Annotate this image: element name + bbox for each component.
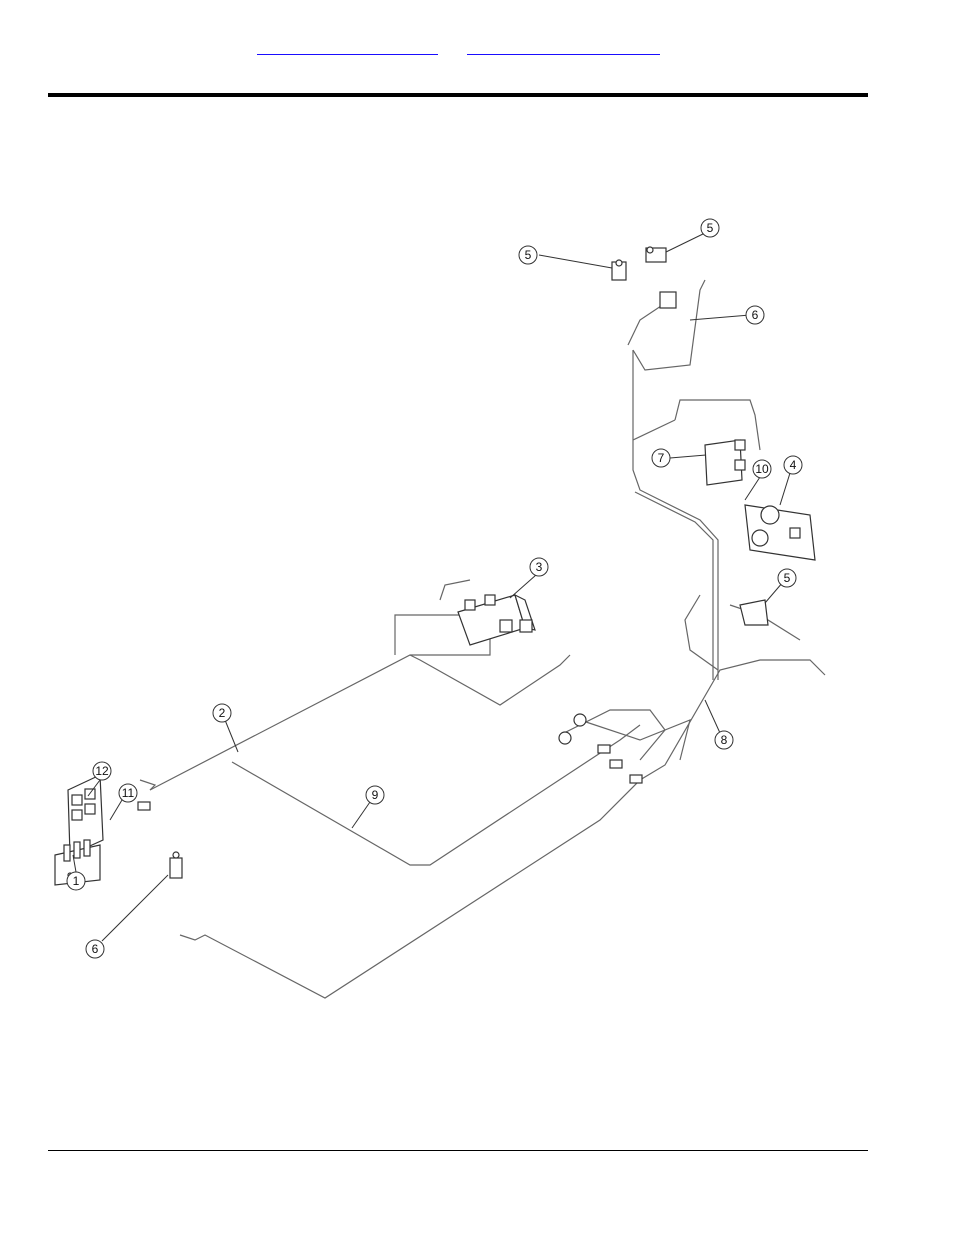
footer-rule (48, 1150, 868, 1151)
callout-2: 2 (219, 706, 226, 720)
coupler-11 (138, 802, 150, 810)
cylinder-5-b (646, 247, 666, 262)
cylinder-5-a (612, 260, 626, 280)
callout-3: 3 (536, 560, 543, 574)
callout-5-a: 5 (525, 248, 532, 262)
callout-6-b: 6 (92, 942, 99, 956)
callout-11: 11 (122, 786, 135, 800)
cylinder-6-bottom (170, 852, 182, 878)
callout-5-b: 5 (707, 221, 714, 235)
manifold-7 (705, 440, 745, 485)
valve-assembly-4 (745, 505, 815, 560)
callout-7: 7 (658, 451, 665, 465)
hose-return (180, 660, 825, 998)
callout-10: 10 (755, 462, 769, 476)
callouts (67, 219, 802, 958)
leader-lines (73, 233, 790, 941)
cylinder-5-c (740, 600, 768, 625)
callout-9: 9 (372, 788, 379, 802)
callout-1: 1 (73, 874, 80, 888)
callout-12: 12 (95, 764, 109, 778)
hose-9 (232, 725, 640, 865)
callout-8: 8 (721, 733, 728, 747)
callout-4: 4 (790, 458, 797, 472)
hose-2 (150, 615, 490, 790)
callout-6-a: 6 (752, 308, 759, 322)
cylinder-6-top (660, 292, 676, 308)
control-valve-3 (458, 595, 535, 645)
callout-5-c: 5 (784, 571, 791, 585)
